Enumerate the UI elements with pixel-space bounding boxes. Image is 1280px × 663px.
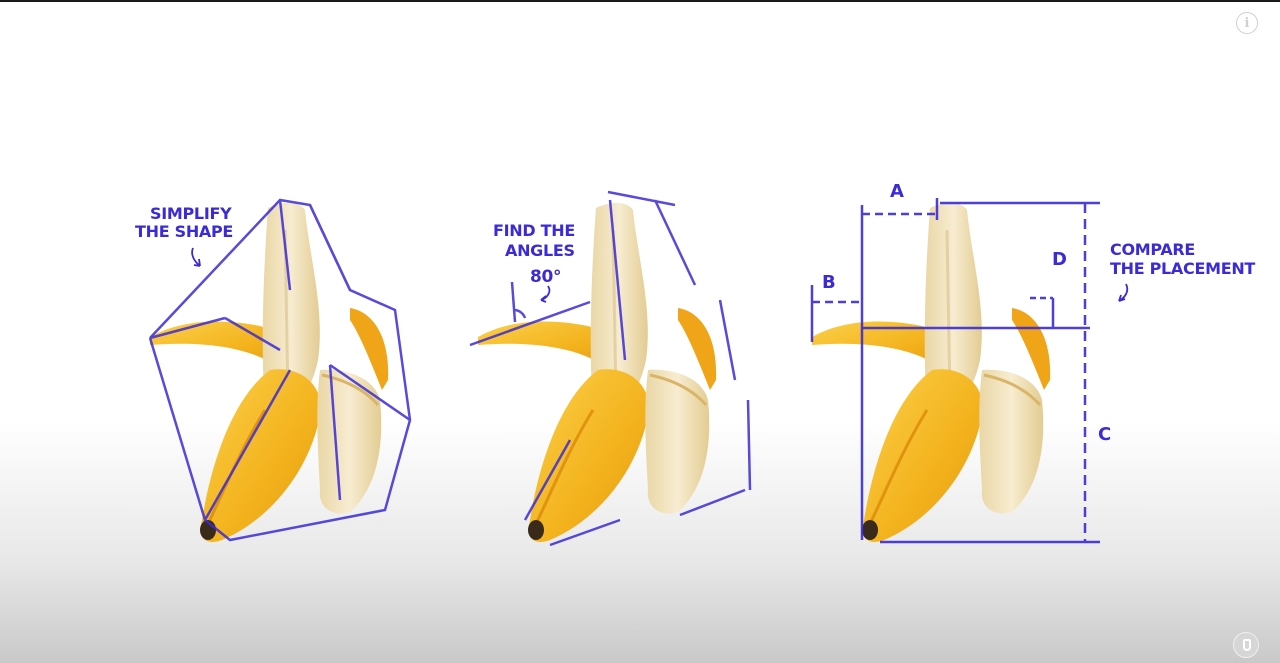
banana-3-measure-lines [810, 198, 1100, 544]
compare-arrow-icon [1118, 283, 1129, 302]
top-edge-bar [0, 0, 1280, 2]
compare-label-line1: COMPARE [1110, 240, 1195, 259]
banana-1-shape-lines [148, 198, 412, 542]
channel-watermark-icon[interactable] [1233, 632, 1259, 658]
measure-label-a: A [890, 181, 904, 202]
measure-label-c: C [1098, 424, 1111, 445]
simplify-arrow-icon [191, 247, 201, 267]
measure-label-d: D [1052, 249, 1067, 270]
angles-label-line1: FIND THE [493, 221, 575, 240]
banana-2-angle-lines [469, 190, 752, 547]
simplify-label-line1: SIMPLIFY [150, 204, 232, 223]
measure-label-b: B [822, 272, 835, 293]
compare-label-line2: THE PLACEMENT [1110, 259, 1255, 278]
angles-label-line2: ANGLES [505, 241, 575, 260]
banana-3-placement [810, 201, 1052, 544]
simplify-label-line2: THE SHAPE [135, 222, 233, 241]
banana-1-simplified [148, 201, 390, 544]
info-icon[interactable]: i [1236, 12, 1258, 34]
angle-value-label: 80° [530, 267, 561, 287]
angle-arrow-icon [540, 285, 551, 303]
